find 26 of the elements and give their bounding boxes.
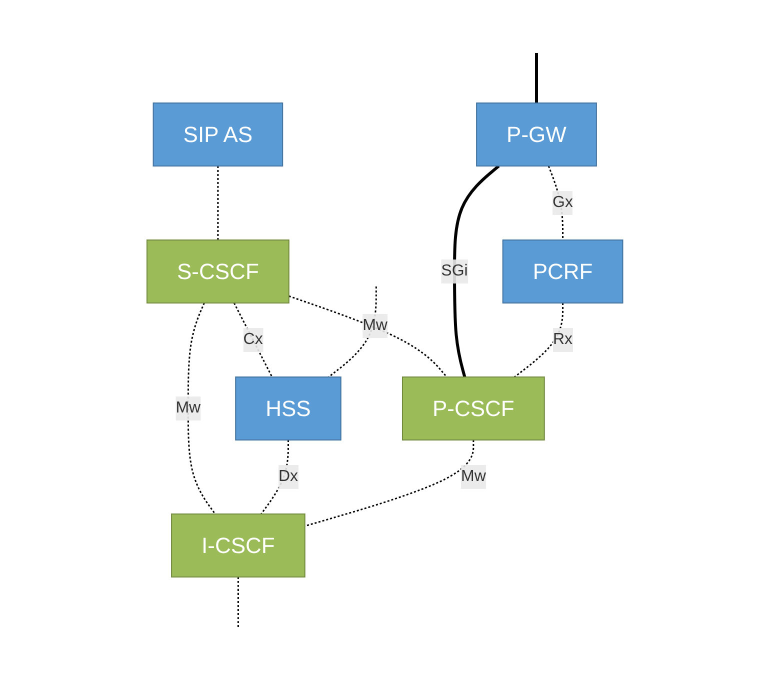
edge-label: Cx <box>242 330 262 348</box>
connector <box>452 164 500 377</box>
edge-label: Gx <box>552 193 573 210</box>
node-box: I-CSCF <box>170 513 305 577</box>
connector <box>288 294 447 377</box>
node-box: S-CSCF <box>146 239 290 303</box>
node-box: P-GW <box>476 102 597 166</box>
connector <box>187 302 216 514</box>
connector <box>304 440 474 526</box>
connector <box>233 302 272 377</box>
node-box: HSS <box>234 376 341 440</box>
connector <box>260 440 289 514</box>
edge-label: Rx <box>552 330 572 348</box>
edge-label: Mw <box>460 467 486 484</box>
connector <box>237 576 239 626</box>
connector <box>216 166 218 240</box>
node-box: SIP AS <box>152 102 283 166</box>
connector <box>514 302 564 378</box>
connector <box>548 165 564 240</box>
edge-label: Dx <box>278 467 298 484</box>
node-box: P-CSCF <box>402 376 544 440</box>
edge-label: SGi <box>440 262 468 279</box>
node-box: PCRF <box>502 239 623 303</box>
connector <box>534 52 538 102</box>
edge-label: Mw <box>362 316 388 334</box>
edge-label: Mw <box>175 398 200 416</box>
